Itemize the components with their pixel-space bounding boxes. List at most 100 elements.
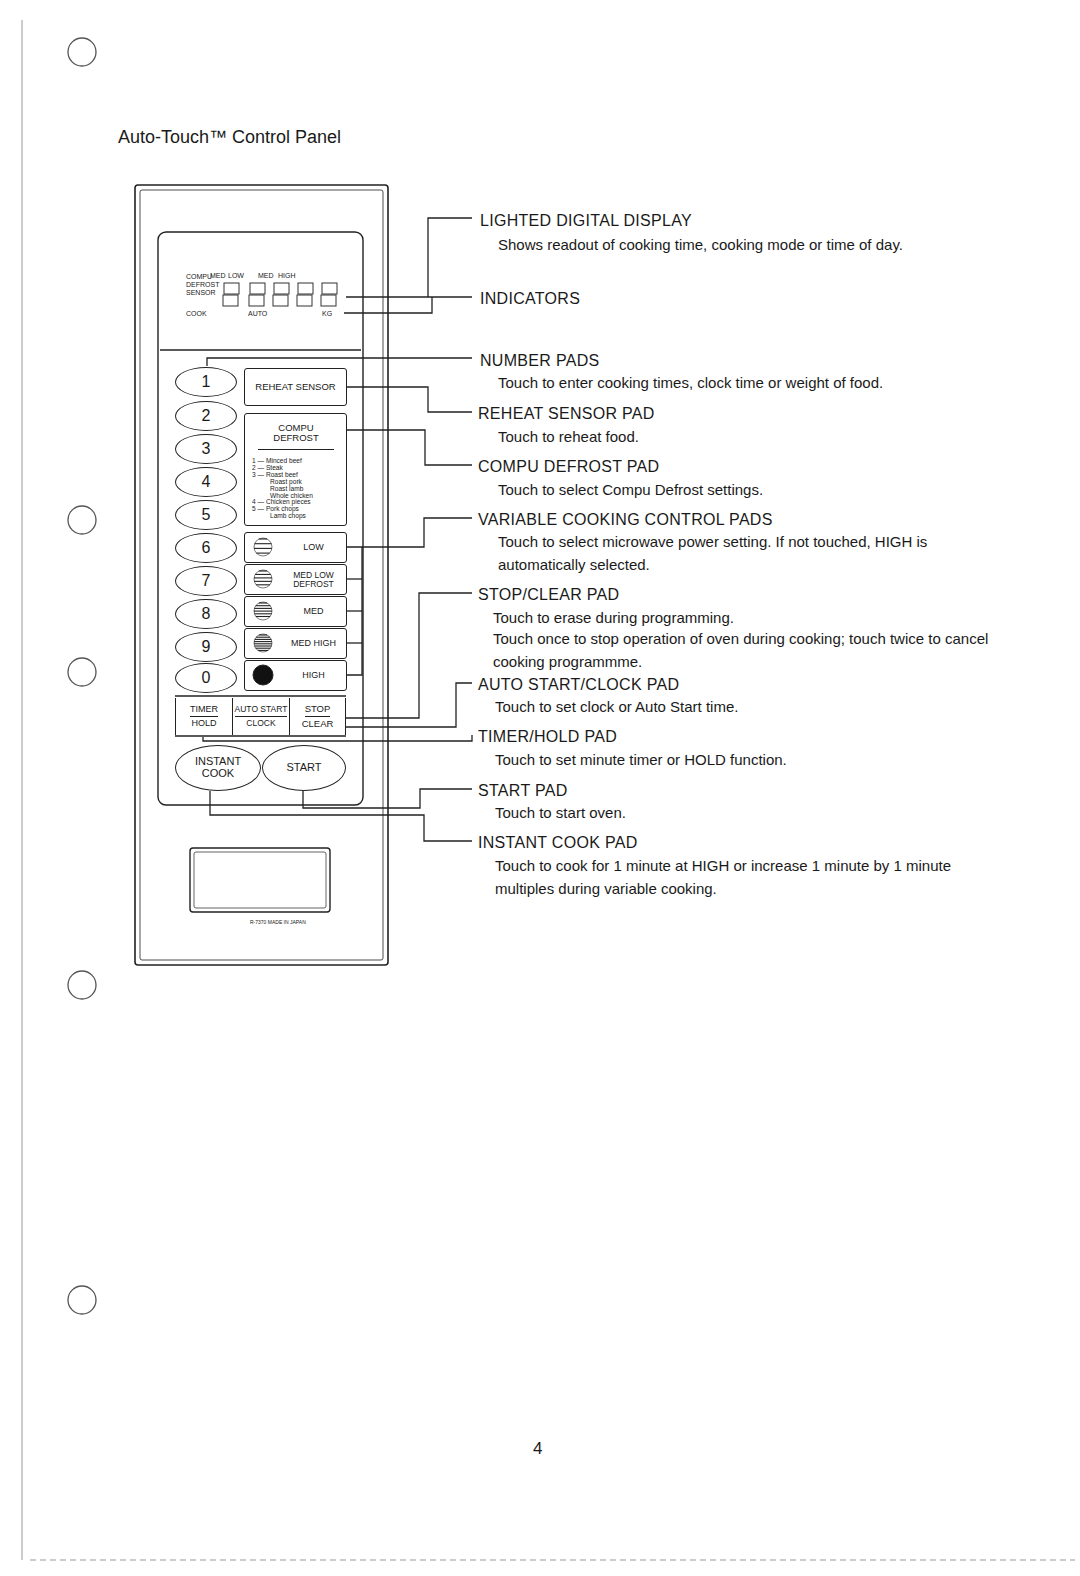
control-pad: REHEAT SENSOR [244,368,347,406]
callout-text: Touch to erase during programming. [493,606,993,629]
pad-label: AUTO START [235,705,288,717]
page-title: Auto-Touch™ Control Panel [118,127,341,148]
digit-segment [322,283,337,294]
pad-label: LOW [303,543,324,552]
hatch-line [255,645,272,646]
hatch-line [255,639,271,640]
hatch-line [256,553,269,554]
power-icon [253,665,273,685]
pad-label: CLEAR [302,719,334,729]
indicator-label: AUTO [248,310,267,317]
hatch-line [254,608,271,609]
digit-segment [249,295,264,306]
control-pad: 9 [175,632,237,662]
control-pad: 0 [175,663,237,693]
callout-text: Touch to start oven. [495,801,985,824]
pad-label: 3 [202,441,211,458]
power-icon [254,634,272,652]
hatch-line [254,641,272,642]
callout-text: Shows readout of cooking time, cooking m… [498,233,988,256]
digit-segment [297,295,312,306]
hatch-line [254,577,272,578]
power-icon [254,570,272,588]
callout-heading: AUTO START/CLOCK PAD [476,673,681,698]
control-pad: 6 [175,533,237,563]
control-pad: AUTO START CLOCK [232,698,289,735]
pad-label: CLOCK [246,719,275,728]
hatch-line [259,538,267,539]
defrost-setting: 3 — Roast beef [248,472,344,479]
callout-heading: STOP/CLEAR PAD [476,583,621,608]
indicator-label: MED [258,272,274,279]
pad-label: 1 [202,374,211,391]
pad-label: INSTANT COOK [188,756,248,779]
defrost-setting: Lamb chops [248,513,344,520]
pad-label: MED HIGH [291,639,336,648]
callout-text: Touch once to stop operation of oven dur… [493,627,993,674]
control-pad: LOW [244,532,347,563]
control-pad: 5 [175,500,237,530]
digital-display: COMPUDEFROSTSENSORMEDLOWMEDHIGHCOOKAUTOK… [160,262,360,322]
hatch-line [256,605,271,606]
hatch-line [259,602,267,603]
digit-segment [274,283,289,294]
control-pad: COMPU DEFROST1 — Minced beef2 — Steak3 —… [244,413,347,526]
pad-label: 8 [202,606,211,623]
indicator-label: KG [322,310,332,317]
hatch-line [259,634,267,635]
control-pad: 7 [175,566,237,596]
control-pad: TIMER HOLD [175,698,232,735]
control-pad: 3 [175,434,237,464]
callout-heading: COMPU DEFROST PAD [476,455,661,480]
hatch-line [256,637,270,638]
pad-label: 5 [202,507,211,524]
pad-label: STOP [305,704,331,717]
power-icon [254,602,272,620]
pad-label: REHEAT SENSOR [255,382,335,392]
callout-heading: NUMBER PADS [478,349,601,374]
hatch-line [254,613,271,614]
pad-label: MED LOW [293,571,334,580]
pad-label: 4 [202,474,211,491]
callout-heading: TIMER/HOLD PAD [476,725,619,750]
hatch-line [255,574,271,575]
callout-text: Touch to select Compu Defrost settings. [498,478,988,501]
pad-label: DEFROST [293,580,334,589]
hatch-line [255,543,272,544]
pad-label: 2 [202,408,211,425]
defrost-setting: Roast lamb [248,486,344,493]
control-pad: STOP CLEAR [289,698,346,735]
digit-segment [223,295,238,306]
hatch-line [254,611,272,612]
callout-text: Touch to enter cooking times, clock time… [498,371,998,394]
callout-heading: R-7370 MADE IN JAPAN [250,919,306,927]
defrost-setting: 5 — Pork chops [248,506,344,513]
hatch-line [254,581,271,582]
indicator-label: MED [210,272,226,279]
pad-label: MED [304,607,324,616]
indicator-label: HIGH [278,272,296,279]
defrost-setting: Whole chicken [248,493,344,500]
control-pad: 2 [175,401,237,431]
hatch-line [259,570,267,571]
indicator-label: COMPU [186,273,212,280]
defrost-setting: 1 — Minced beef [248,458,344,465]
indicator-label: COOK [186,310,207,317]
callout-heading: INDICATORS [478,287,582,312]
control-pad: START [262,745,346,791]
pad-label: TIMER [190,705,218,717]
pad-label: HOLD [191,719,216,728]
callout-text: Touch to reheat food. [498,425,988,448]
pad-label: HIGH [302,671,325,680]
hatch-line [256,616,270,617]
callout-text: Touch to set clock or Auto Start time. [495,695,985,718]
control-pad: 4 [175,467,237,497]
power-icon [254,538,272,556]
hatch-line [258,650,268,651]
defrost-setting: Roast pork [248,479,344,486]
defrost-setting: 2 — Steak [248,465,344,472]
control-pad: MED HIGH [244,628,347,659]
pad-label: START [286,762,321,774]
callout-heading: INSTANT COOK PAD [476,831,640,856]
control-pad: 1 [175,367,237,397]
